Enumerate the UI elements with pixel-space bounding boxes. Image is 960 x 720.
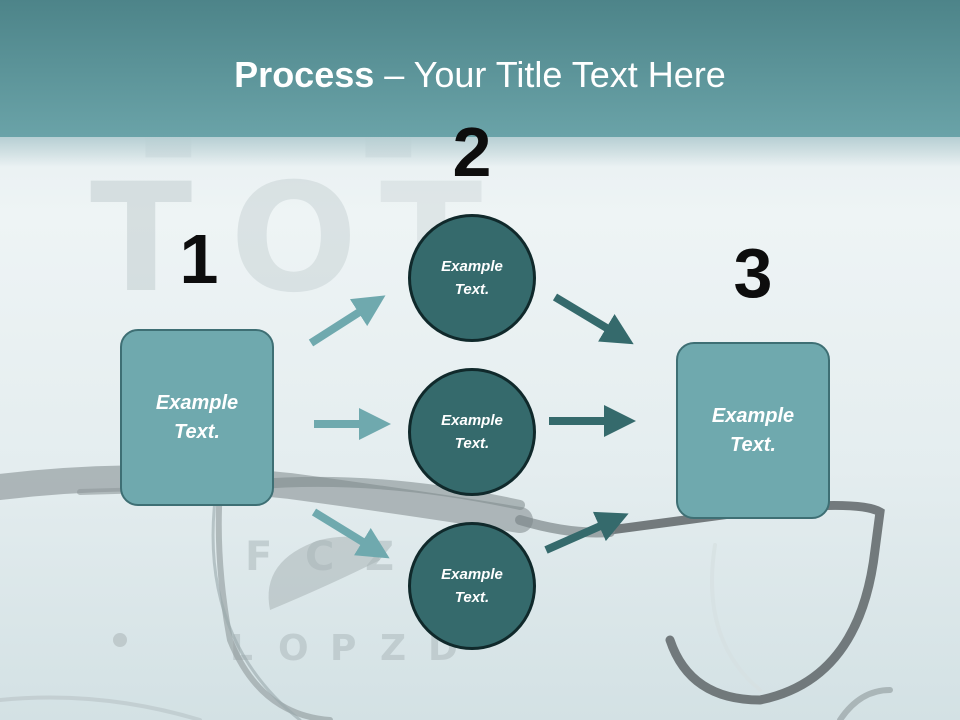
svg-text:F: F: [245, 534, 272, 580]
slide-title: Process – Your Title Text Here: [0, 53, 960, 97]
step-3-box: Example Text.: [676, 342, 830, 519]
svg-text:T: T: [90, 152, 192, 326]
step-2-middle-label: Example Text.: [441, 412, 503, 452]
title-band: [0, 0, 960, 137]
title-rest: – Your Title Text Here: [374, 54, 726, 95]
step-2-circle-middle: Example Text.: [408, 368, 536, 496]
step-number-1: 1: [179, 220, 219, 298]
step-3-label: Example Text.: [711, 404, 795, 456]
step-2-circle-bottom: Example Text.: [408, 522, 536, 650]
svg-text:O: O: [278, 628, 309, 669]
svg-text:P: P: [330, 628, 356, 669]
title-bold: Process: [234, 54, 375, 95]
arrow-bottom-to-3: [544, 511, 629, 554]
svg-text:Z: Z: [380, 628, 406, 669]
step-2-circle-top: Example Text.: [408, 214, 536, 342]
step-number-3: 3: [733, 234, 773, 312]
arrow-1-to-bottom: [311, 508, 390, 559]
arrow-top-to-3: [552, 293, 634, 345]
step-1-box: Example Text.: [120, 329, 274, 506]
svg-text:O: O: [230, 152, 358, 326]
title-band-shadow: [0, 137, 960, 167]
step-number-2: 2: [452, 113, 492, 191]
step-2-bottom-label: Example Text.: [441, 566, 503, 606]
step-2-top-label: Example Text.: [441, 258, 503, 298]
arrow-1-to-top: [308, 295, 386, 347]
step-1-label: Example Text.: [155, 391, 239, 443]
